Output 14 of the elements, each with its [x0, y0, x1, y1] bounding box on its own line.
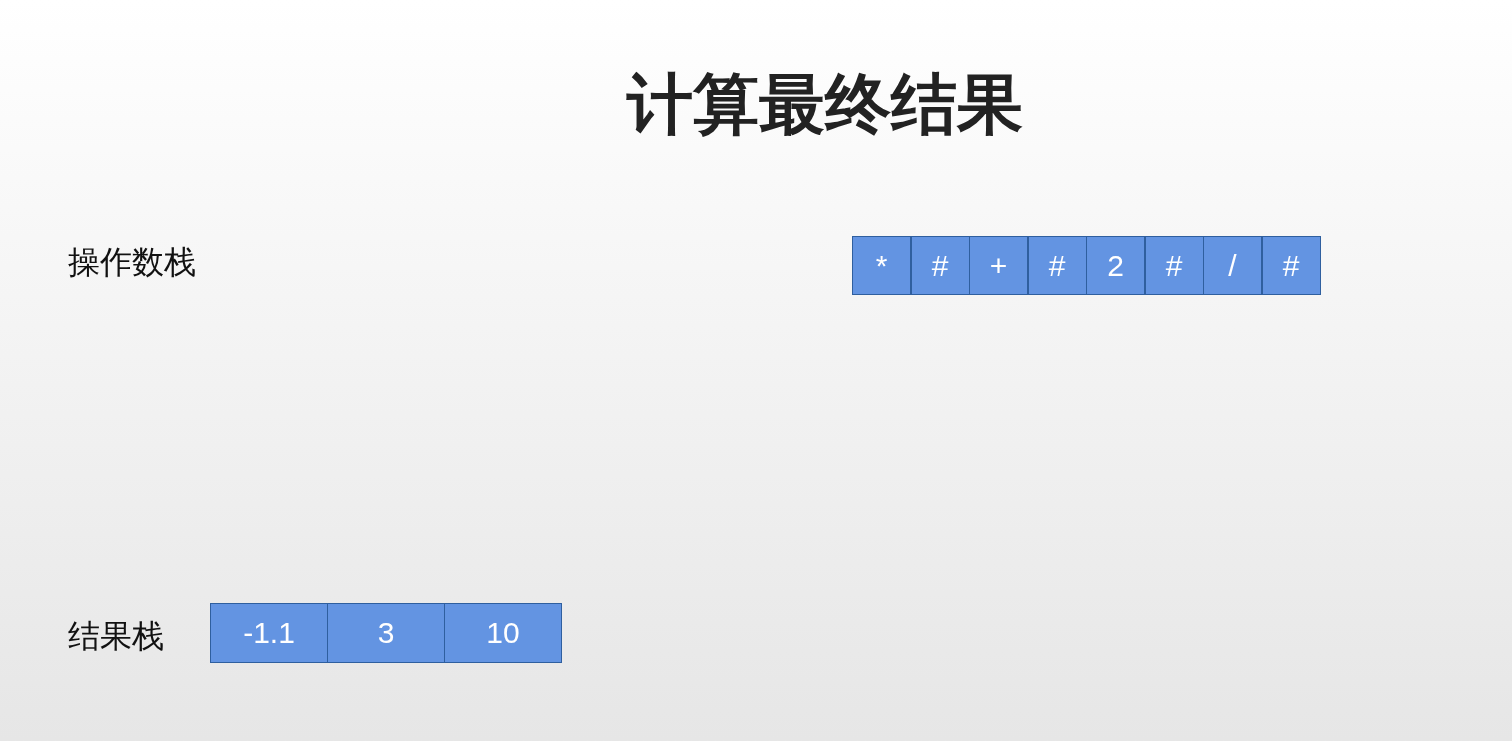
stack-cell: -1.1 [210, 603, 328, 663]
slide-title: 计算最终结果 [625, 65, 1024, 145]
stack-cell: / [1203, 236, 1262, 295]
stack-cell: + [969, 236, 1028, 295]
stack-cell: 3 [327, 603, 445, 663]
stack-cell: 2 [1086, 236, 1145, 295]
stack-label: 结果栈 [68, 616, 164, 656]
stack-cell: * [852, 236, 911, 295]
stack-cell: 10 [444, 603, 562, 663]
stack-cell: # [1261, 236, 1321, 295]
stack-cell: # [1027, 236, 1087, 295]
stack-cell: # [1144, 236, 1204, 295]
stack-cell: # [910, 236, 970, 295]
stack-label: 操作数栈 [68, 242, 196, 282]
